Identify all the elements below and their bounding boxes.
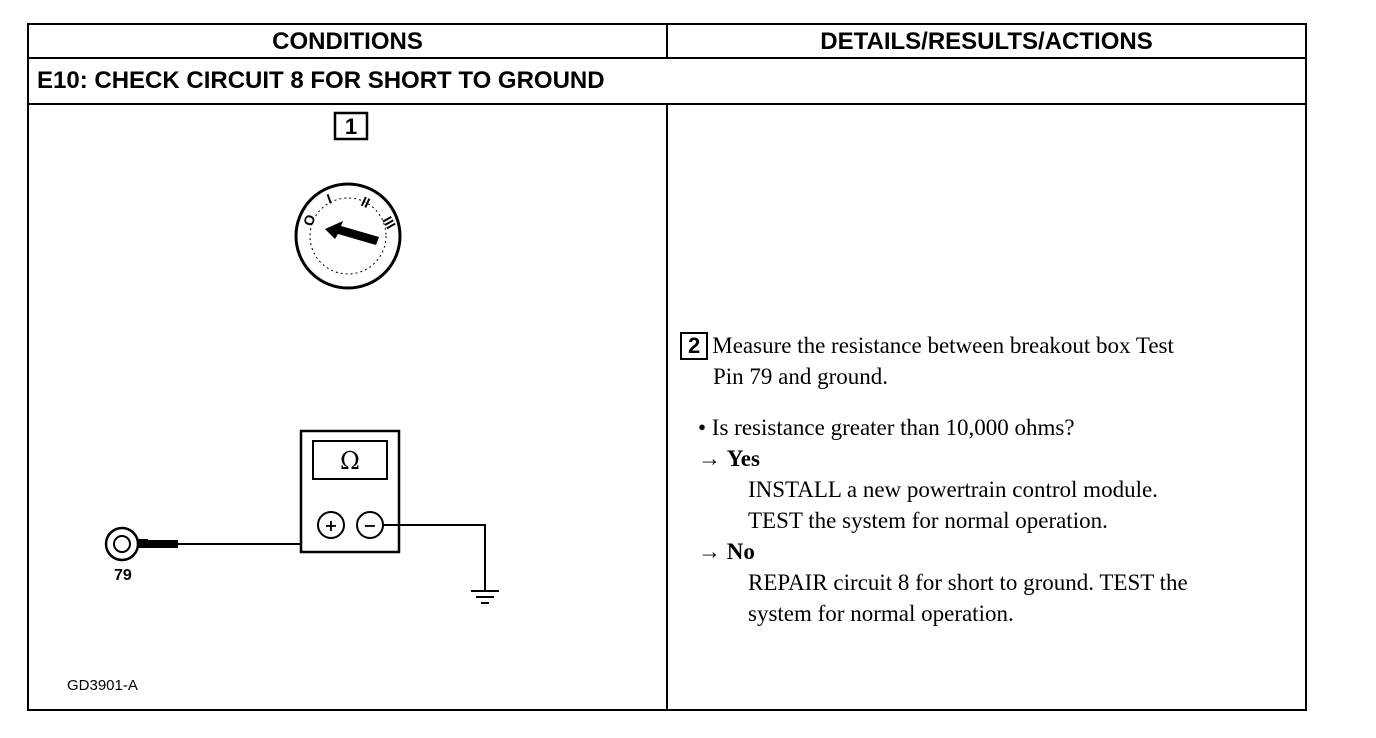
- no-label: No: [726, 539, 755, 564]
- ohm-symbol: Ω: [340, 447, 360, 475]
- test-pin-jack-icon: [104, 526, 178, 562]
- ignition-switch-icon: O I II III: [294, 182, 402, 290]
- circuit-diagram: 1 O I II III 79: [104, 111, 499, 604]
- yes-label: Yes: [726, 446, 760, 471]
- test-title: E10: CHECK CIRCUIT 8 FOR SHORT TO GROUND: [29, 59, 1305, 105]
- meter-plus-terminal: +: [324, 516, 337, 535]
- no-action-1: REPAIR circuit 8 for short to ground. TE…: [748, 570, 1188, 595]
- no-branch: → No: [698, 536, 1288, 567]
- ground-icon: [471, 590, 499, 604]
- ignition-pos-off: O: [300, 212, 319, 228]
- diagnostic-table: CONDITIONS DETAILS/RESULTS/ACTIONS E10: …: [27, 23, 1307, 711]
- no-arrow-icon: →: [698, 539, 721, 564]
- question-text: • Is resistance greater than 10,000 ohms…: [698, 415, 1075, 440]
- pin-number-label: 79: [114, 567, 132, 584]
- yes-action-2: TEST the system for normal operation.: [748, 508, 1108, 533]
- negative-test-lead: [383, 524, 486, 591]
- conditions-header: CONDITIONS: [29, 25, 668, 57]
- yes-action-1: INSTALL a new powertrain control module.: [748, 477, 1158, 502]
- details-header: DETAILS/RESULTS/ACTIONS: [820, 28, 1153, 55]
- result-question: • Is resistance greater than 10,000 ohms…: [698, 412, 1288, 629]
- yes-branch: → Yes: [698, 443, 1288, 474]
- step2-text-2: Pin 79 and ground.: [713, 364, 889, 389]
- step2-badge: 2: [680, 332, 709, 360]
- figure-code: GD3901-A: [67, 677, 138, 694]
- step1-badge: 1: [333, 111, 369, 141]
- step1-number: 1: [345, 114, 357, 139]
- yes-arrow-icon: →: [698, 446, 721, 471]
- table-header-row: CONDITIONS DETAILS/RESULTS/ACTIONS: [29, 25, 1305, 59]
- conditions-cell: 1 O I II III 79: [29, 105, 668, 711]
- ignition-pos-1: I: [325, 190, 334, 206]
- step2-text-1: Measure the resistance between breakout …: [712, 333, 1174, 358]
- ohmmeter-icon: Ω + −: [299, 429, 401, 554]
- no-action-2: system for normal operation.: [748, 601, 1014, 626]
- meter-minus-terminal: −: [363, 516, 376, 535]
